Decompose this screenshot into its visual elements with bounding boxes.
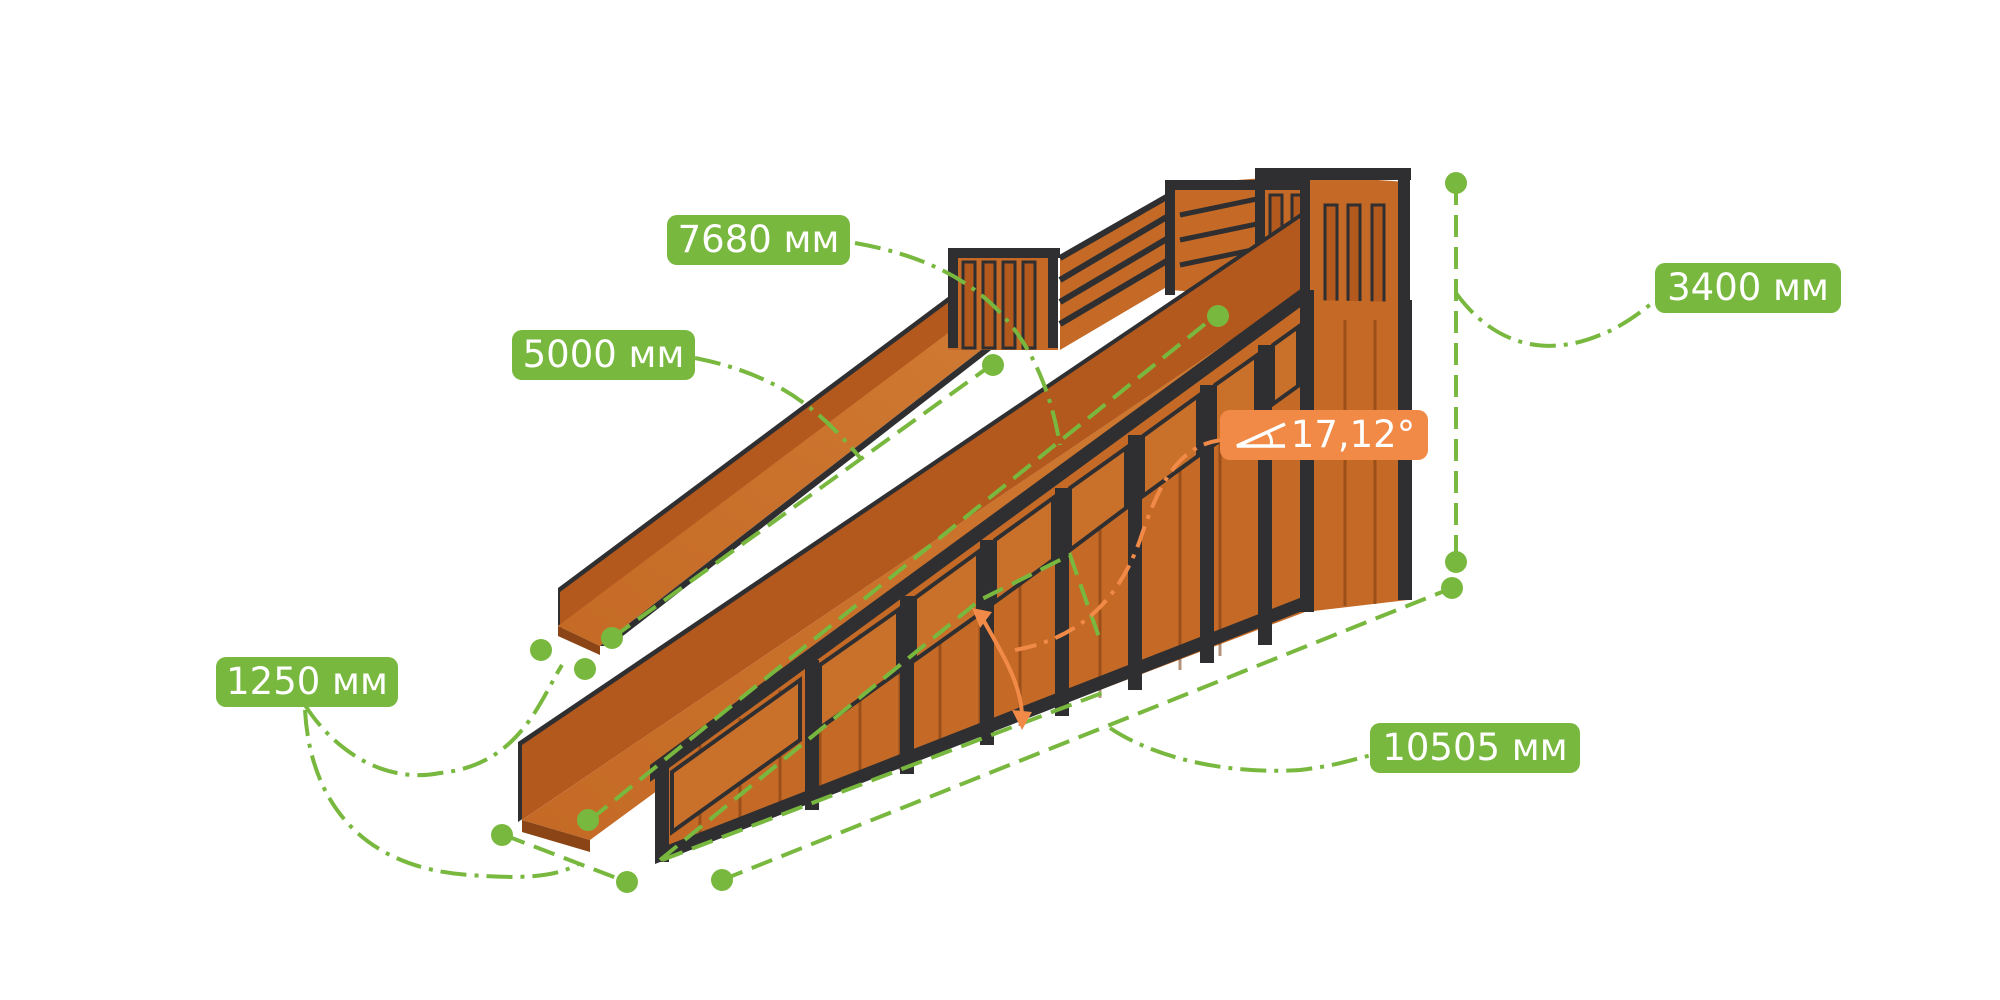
- leader-lines: [303, 241, 1667, 879]
- base-length-line: [721, 586, 1453, 882]
- leader-1250-top: [303, 663, 564, 778]
- angle-arrow-bottom: [1012, 710, 1032, 730]
- front-lane-centerline: [588, 314, 1217, 822]
- leader-7680: [854, 241, 1062, 446]
- leader-3400: [1454, 290, 1667, 348]
- angle-indicator: [972, 438, 1223, 730]
- slope-line: [658, 552, 1102, 862]
- leader-1250-bottom: [303, 709, 580, 879]
- length-5000-label: 5000 мм: [512, 330, 695, 380]
- angle-icon: [1236, 422, 1286, 448]
- length-10505-label: 10505 мм: [1370, 723, 1580, 773]
- left-slide-lane: [558, 282, 1040, 655]
- side-wall: [650, 282, 1412, 864]
- angle-value: 17,12°: [1290, 413, 1416, 456]
- height-3400-label: 3400 мм: [1655, 263, 1841, 313]
- width-line: [503, 833, 628, 884]
- left-lane-centerline: [610, 364, 992, 640]
- leader-10505: [1108, 726, 1373, 773]
- angle-label: 17,12°: [1220, 410, 1428, 460]
- length-7680-label: 7680 мм: [667, 215, 850, 265]
- width-1250-label: 1250 мм: [216, 657, 398, 707]
- slide-structure: [518, 168, 1412, 864]
- angle-arrow-top: [972, 608, 992, 628]
- dimension-lines: [503, 183, 1458, 884]
- leader-5000: [694, 356, 864, 462]
- dimension-endpoints: [491, 172, 1467, 893]
- angle-arc: [978, 613, 1024, 715]
- angle-leader: [1014, 438, 1223, 652]
